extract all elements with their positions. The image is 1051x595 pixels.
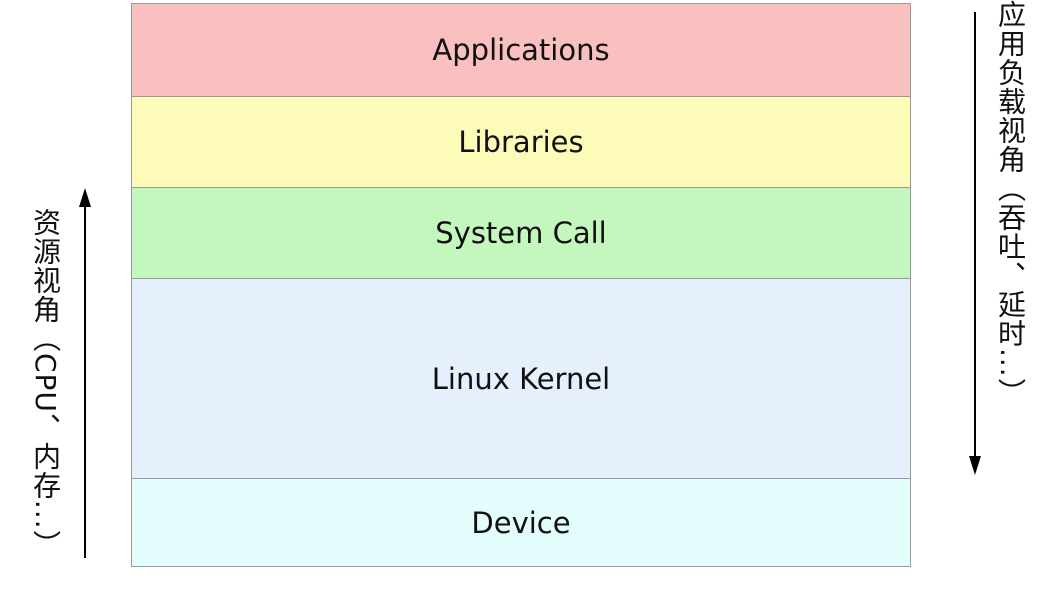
layer-linux-kernel-label: Linux Kernel bbox=[431, 361, 611, 396]
layer-system-call: System Call bbox=[132, 187, 910, 278]
workload-perspective-label: 应用负载视角（吞吐、延时...） bbox=[994, 0, 1027, 407]
resource-perspective-label: 资源视角（CPU、内存...） bbox=[29, 208, 62, 559]
layer-device: Device bbox=[132, 478, 910, 566]
layer-applications: Applications bbox=[132, 4, 910, 96]
layer-linux-kernel: Linux Kernel bbox=[132, 278, 910, 478]
layer-libraries-label: Libraries bbox=[458, 125, 584, 159]
layer-stack: Applications Libraries System Call Linux… bbox=[131, 3, 911, 567]
layer-libraries: Libraries bbox=[132, 96, 910, 187]
right-down-arrow bbox=[969, 12, 981, 475]
layer-applications-label: Applications bbox=[432, 33, 610, 67]
left-up-arrow bbox=[79, 188, 91, 558]
layer-system-call-label: System Call bbox=[435, 216, 607, 250]
layer-device-label: Device bbox=[471, 505, 571, 540]
